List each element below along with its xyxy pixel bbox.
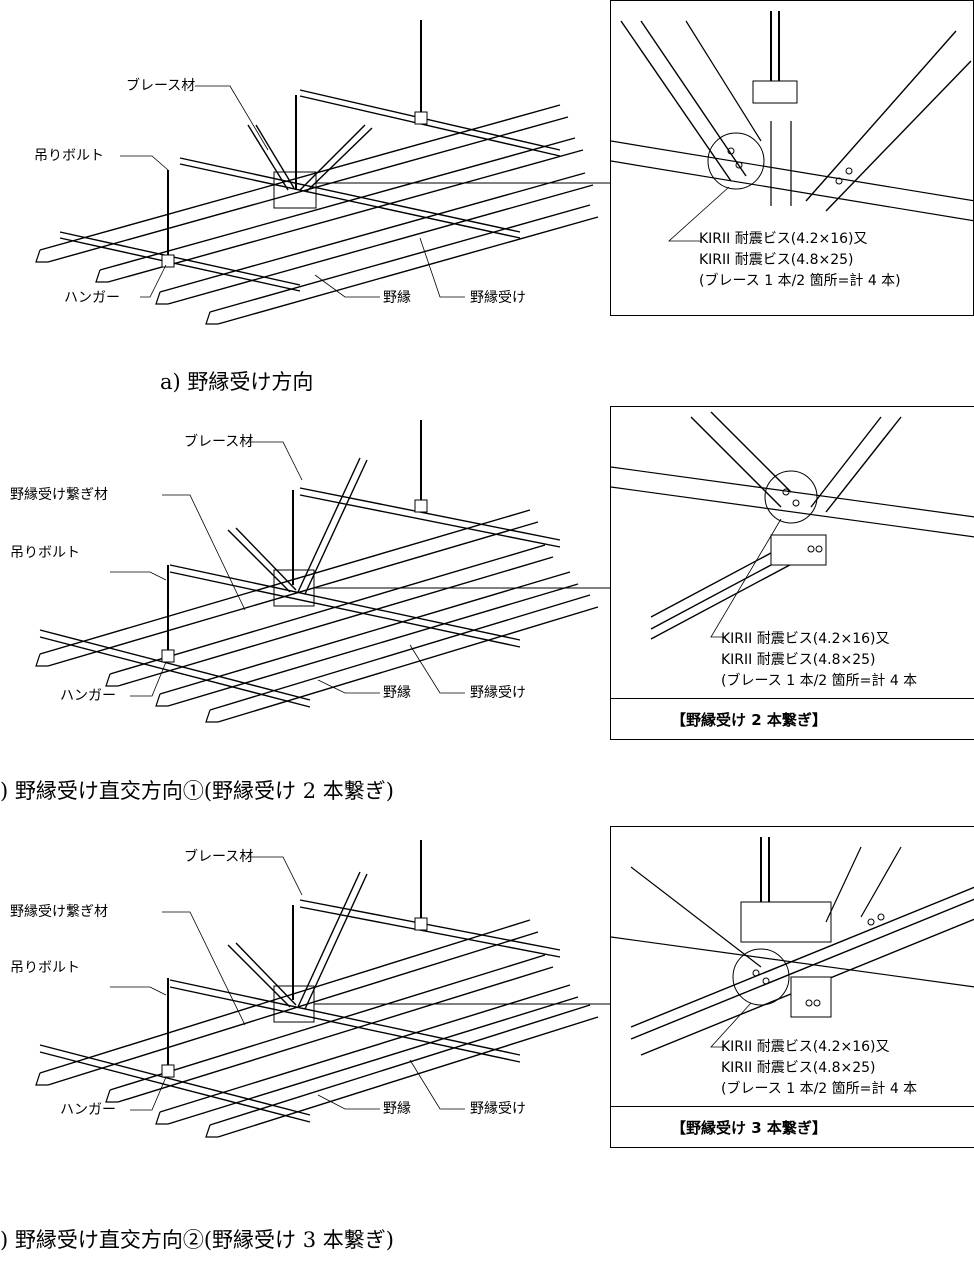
panel-b: ブレース材 野縁受け繋ぎ材 吊りボルト ハンガー 野縁 野縁受け KIRII 耐… [0, 400, 974, 820]
screw-spec-note-a: KIRII 耐震ビス(4.2×16)又 KIRII 耐震ビス(4.8×25) (… [699, 229, 901, 292]
label-joist: 野縁 [383, 290, 411, 306]
ceiling-isometric-drawing-b [35, 420, 610, 723]
detail-box-c: KIRII 耐震ビス(4.2×16)又 KIRII 耐震ビス(4.8×25) (… [610, 826, 974, 1148]
detail-box-a: KIRII 耐震ビス(4.2×16)又 KIRII 耐震ビス(4.8×25) (… [610, 0, 974, 316]
screw-spec-line-3: (ブレース 1 本/2 箇所=計 4 本) [699, 273, 901, 289]
detail-drawing-b [611, 411, 974, 640]
label-hanger: ハンガー [60, 688, 116, 704]
detail-caption-b: 【野縁受け 2 本繋ぎ】 [611, 698, 974, 739]
label-joist: 野縁 [383, 1101, 411, 1117]
label-runner-connector: 野縁受け繋ぎ材 [10, 487, 108, 503]
screw-spec-line-3: (ブレース 1 本/2 箇所=計 4 本 [721, 1081, 918, 1097]
screw-spec-line-1: KIRII 耐震ビス(4.2×16)又 [721, 631, 890, 647]
screw-spec-line-1: KIRII 耐震ビス(4.2×16)又 [699, 231, 868, 247]
ceiling-isometric-drawing-c [35, 840, 610, 1138]
label-brace: ブレース材 [184, 434, 254, 450]
detail-box-b: KIRII 耐震ビス(4.2×16)又 KIRII 耐震ビス(4.8×25) (… [610, 406, 974, 740]
label-hanging-bolt: 吊りボルト [10, 545, 80, 561]
label-brace: ブレース材 [184, 849, 254, 865]
label-runner: 野縁受け [470, 1101, 526, 1117]
screw-spec-line-2: KIRII 耐震ビス(4.8×25) [721, 652, 876, 668]
screw-spec-note-c: KIRII 耐震ビス(4.2×16)又 KIRII 耐震ビス(4.8×25) (… [721, 1037, 917, 1100]
detail-drawing-a [611, 11, 973, 242]
ceiling-isometric-drawing-a [35, 20, 610, 325]
screw-spec-note-b: KIRII 耐震ビス(4.2×16)又 KIRII 耐震ビス(4.8×25) (… [721, 629, 917, 692]
label-hanging-bolt: 吊りボルト [34, 148, 104, 164]
screw-spec-line-1: KIRII 耐震ビス(4.2×16)又 [721, 1039, 890, 1055]
detail-drawing-c [611, 837, 974, 1056]
label-runner: 野縁受け [470, 290, 526, 306]
panel-c: ブレース材 野縁受け繋ぎ材 吊りボルト ハンガー 野縁 野縁受け [0, 820, 974, 1272]
label-runner-connector: 野縁受け繋ぎ材 [10, 904, 108, 920]
section-caption-b: ) 野縁受け直交方向①(野縁受け 2 本繋ぎ) [0, 779, 394, 803]
screw-spec-line-2: KIRII 耐震ビス(4.8×25) [699, 252, 854, 268]
panel-a: ブレース材 吊りボルト ハンガー 野縁 野縁受け KIRII 耐震ビス(4.2×… [0, 0, 974, 400]
detail-caption-c: 【野縁受け 3 本繋ぎ】 [611, 1106, 974, 1147]
screw-spec-line-3: (ブレース 1 本/2 箇所=計 4 本 [721, 673, 918, 689]
label-joist: 野縁 [383, 685, 411, 701]
label-brace: ブレース材 [126, 78, 196, 94]
label-hanger: ハンガー [60, 1102, 116, 1118]
section-caption-a: a) 野縁受け方向 [160, 370, 314, 394]
label-hanging-bolt: 吊りボルト [10, 960, 80, 976]
section-caption-c: ) 野縁受け直交方向②(野縁受け 3 本繋ぎ) [0, 1228, 394, 1252]
label-hanger: ハンガー [64, 290, 120, 306]
label-runner: 野縁受け [470, 685, 526, 701]
screw-spec-line-2: KIRII 耐震ビス(4.8×25) [721, 1060, 876, 1076]
